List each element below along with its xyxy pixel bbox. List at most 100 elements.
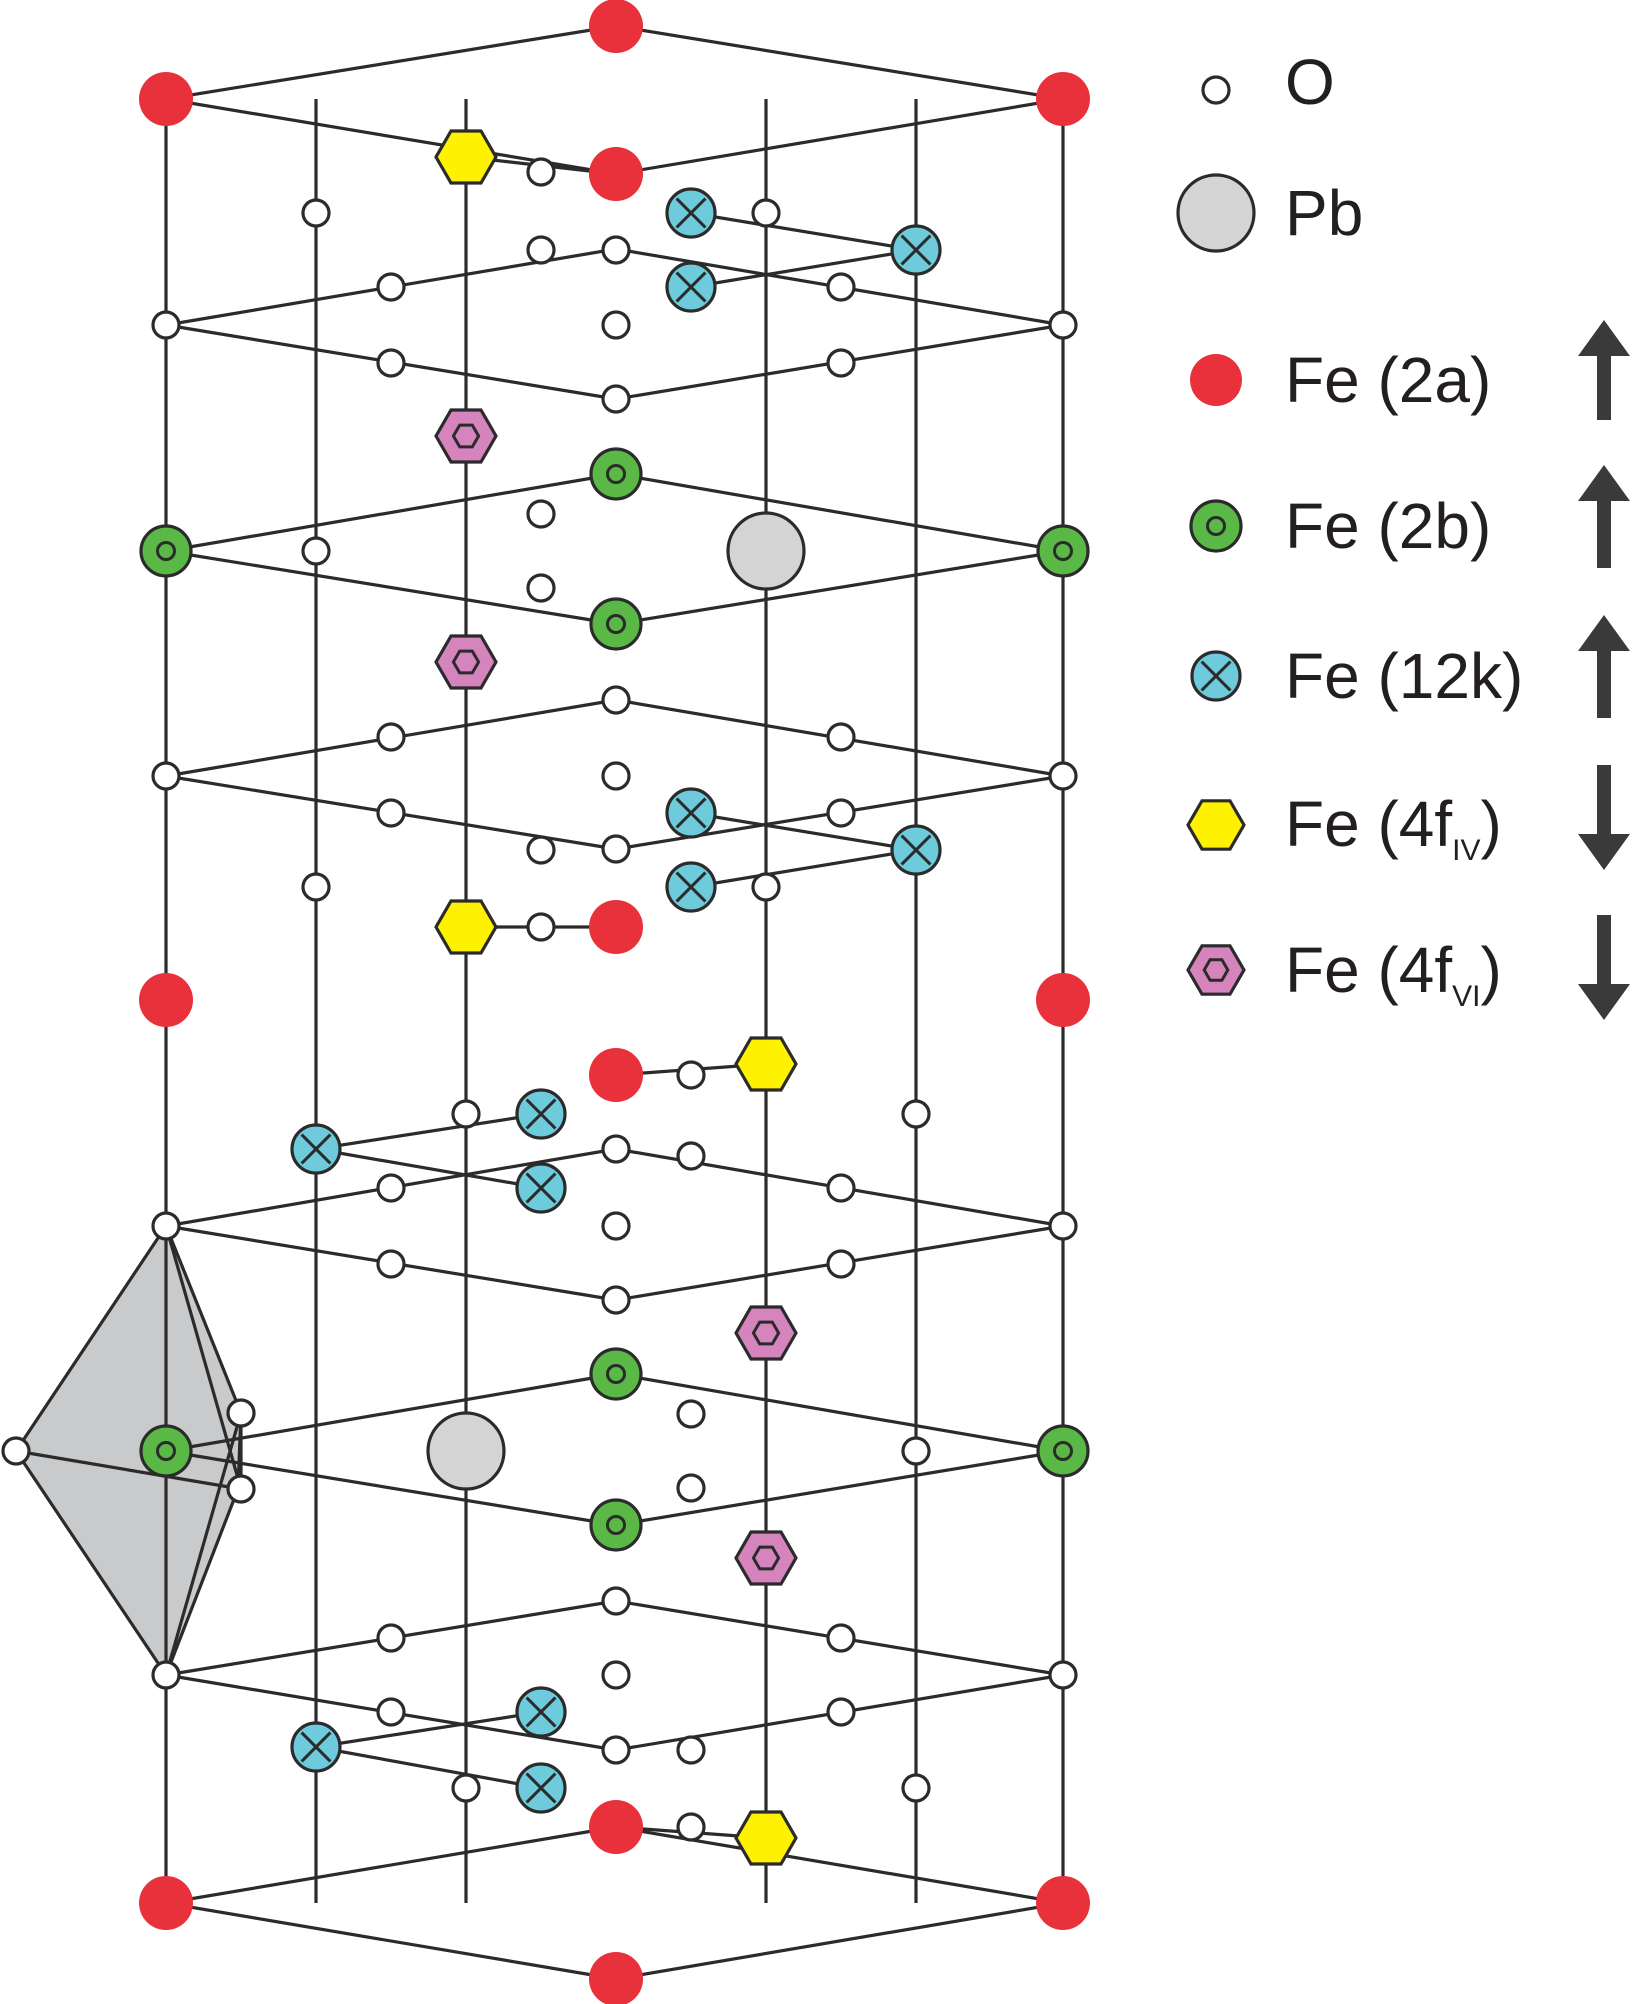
fe-4f-iv-atom bbox=[434, 899, 498, 955]
rhombus-edge bbox=[615, 472, 1064, 553]
oxygen-atom bbox=[826, 798, 856, 828]
fe-12k-atom bbox=[515, 1686, 567, 1738]
oxygen-atom bbox=[376, 1623, 406, 1653]
oxygen-atom bbox=[676, 1735, 706, 1765]
fe-12k-atom bbox=[290, 1721, 342, 1773]
fe-2b-atom bbox=[139, 524, 193, 578]
oxygen-atom bbox=[601, 685, 631, 715]
oxygen-atom bbox=[826, 1173, 856, 1203]
rhombus-edge bbox=[165, 549, 617, 626]
bipyramid-polyhedron bbox=[14, 1222, 243, 1679]
fe-4f-vi-atom bbox=[734, 1305, 798, 1361]
fe-12k-atom bbox=[665, 861, 717, 913]
oxygen-atom bbox=[601, 235, 631, 265]
rhombus-edge bbox=[615, 1449, 1064, 1527]
lead-atom bbox=[1176, 173, 1256, 253]
fe-12k-atom bbox=[515, 1162, 567, 1214]
oxygen-atom bbox=[676, 1399, 706, 1429]
fe-4f-vi-atom bbox=[1186, 944, 1246, 996]
spin-up-arrow-icon bbox=[1578, 320, 1630, 420]
fe-12k-atom bbox=[515, 1088, 567, 1140]
oxygen-atom bbox=[526, 835, 556, 865]
oxygen-atom bbox=[376, 798, 406, 828]
oxygen-atom bbox=[376, 1173, 406, 1203]
bond-line bbox=[315, 1112, 542, 1151]
bond-line bbox=[315, 1147, 542, 1190]
oxygen-atom bbox=[901, 1773, 931, 1803]
oxygen-atom bbox=[451, 1773, 481, 1803]
oxygen-atom bbox=[826, 1249, 856, 1279]
legend-fe-4f-iv-label: Fe (4fIV) bbox=[1285, 788, 1502, 867]
oxygen-atom bbox=[301, 536, 331, 566]
atoms-layer bbox=[1, 0, 1090, 2004]
rhombus-edge bbox=[165, 1825, 617, 1905]
fe-4f-iv-atom bbox=[434, 129, 498, 185]
oxygen-atom bbox=[151, 1211, 181, 1241]
oxygen-atom bbox=[1048, 310, 1078, 340]
oxygen-atom bbox=[1048, 761, 1078, 791]
fe-2a-atom bbox=[1036, 973, 1090, 1027]
fe-2b-atom bbox=[139, 1424, 193, 1478]
oxygen-atom bbox=[526, 499, 556, 529]
oxygen-atom bbox=[826, 272, 856, 302]
lead-atom bbox=[726, 511, 806, 591]
oxygen-atom bbox=[826, 1697, 856, 1727]
oxygen-atom bbox=[526, 235, 556, 265]
oxygen-atom bbox=[151, 1660, 181, 1690]
fe-2b-atom bbox=[589, 1498, 643, 1552]
fe-2a-atom bbox=[1190, 354, 1242, 406]
oxygen-atom bbox=[1201, 75, 1231, 105]
polyhedron-edge bbox=[15, 1449, 242, 1491]
oxygen-atom bbox=[901, 1436, 931, 1466]
rhombus-edge bbox=[165, 24, 617, 101]
trigonal-bipyramid-layer bbox=[14, 1222, 243, 1679]
rhombus-edge bbox=[165, 1372, 617, 1453]
oxygen-atom bbox=[376, 1249, 406, 1279]
lead-atom bbox=[426, 1411, 506, 1491]
fe-2a-atom bbox=[589, 1048, 643, 1102]
oxygen-atom bbox=[526, 573, 556, 603]
fe-2b-atom bbox=[1036, 524, 1090, 578]
bond-line bbox=[315, 1745, 542, 1790]
oxygen-atom bbox=[676, 1812, 706, 1842]
fe-2a-atom bbox=[589, 147, 643, 201]
fe-2a-atom bbox=[1036, 72, 1090, 126]
oxygen-atom bbox=[376, 272, 406, 302]
fe-2b-atom bbox=[589, 447, 643, 501]
fe-12k-atom bbox=[890, 824, 942, 876]
oxygen-atom bbox=[601, 1586, 631, 1616]
oxygen-atom bbox=[601, 1211, 631, 1241]
oxygen-atom bbox=[676, 1141, 706, 1171]
oxygen-atom bbox=[826, 1623, 856, 1653]
fe-2a-atom bbox=[139, 973, 193, 1027]
fe-2b-atom bbox=[1189, 499, 1243, 553]
oxygen-atom bbox=[376, 348, 406, 378]
spin-up-arrow-icon bbox=[1578, 615, 1630, 718]
oxygen-atom bbox=[676, 1060, 706, 1090]
bond-line bbox=[690, 848, 917, 889]
oxygen-atom bbox=[601, 384, 631, 414]
oxygen-atom bbox=[301, 872, 331, 902]
bond-line bbox=[690, 811, 917, 852]
oxygen-atom bbox=[376, 722, 406, 752]
rhombus-edge bbox=[615, 1901, 1064, 1981]
oxygen-atom bbox=[751, 198, 781, 228]
fe-12k-atom bbox=[665, 187, 717, 239]
fe-4f-iv-atom bbox=[734, 1810, 798, 1866]
oxygen-atom bbox=[526, 157, 556, 187]
polyhedron-edge bbox=[164, 1225, 243, 1490]
fe-4f-iv-atom bbox=[734, 1036, 798, 1092]
fe-12k-atom bbox=[890, 224, 942, 276]
oxygen-atom bbox=[601, 1134, 631, 1164]
oxygen-atom bbox=[751, 872, 781, 902]
oxygen-atom bbox=[601, 310, 631, 340]
fe-2a-atom bbox=[139, 72, 193, 126]
oxygen-atom bbox=[226, 1474, 256, 1504]
fe-4f-vi-atom bbox=[734, 1530, 798, 1586]
legend-fe-4f-vi-label: Fe (4fVI) bbox=[1285, 934, 1502, 1013]
oxygen-atom bbox=[226, 1398, 256, 1428]
oxygen-atom bbox=[1, 1436, 31, 1466]
fe-12k-atom bbox=[665, 787, 717, 839]
oxygen-atom bbox=[526, 912, 556, 942]
